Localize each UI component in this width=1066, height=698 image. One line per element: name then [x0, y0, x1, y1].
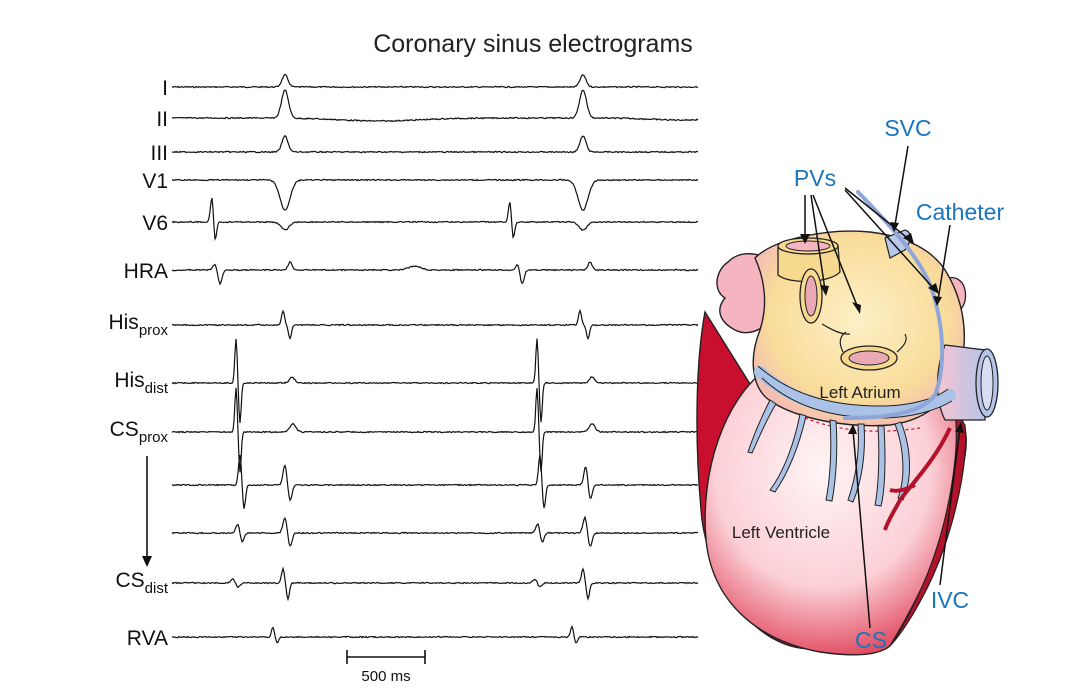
heart-illustration: Left Atrium Left Ventricle [696, 115, 1005, 656]
lead-label-6: Hisprox [108, 311, 168, 339]
trace-7 [171, 338, 699, 423]
lead-label-5: HRA [124, 260, 168, 283]
trace-11 [171, 566, 699, 602]
lead-label-12: RVA [127, 627, 168, 650]
coronary-artery [883, 427, 952, 531]
trace-10 [171, 515, 699, 547]
trace-8 [171, 387, 699, 473]
trace-4 [171, 197, 699, 242]
pulmonary-vein-left [799, 268, 851, 335]
coronary-sinus-dashed [804, 417, 921, 432]
trace-1 [171, 89, 699, 123]
callout-arrowheads [800, 222, 964, 434]
lead-label-11: CSdist [115, 569, 168, 597]
callout-catheter: Catheter [916, 199, 1005, 225]
trace-2 [171, 134, 699, 154]
callout-ivc: IVC [931, 587, 969, 613]
lead-labels: IIIIIIV1V6HRAHisproxHisdistCSproxCSdistR… [108, 77, 168, 650]
pulmonary-vein-bottom [839, 331, 907, 371]
callout-cs: CS [855, 627, 887, 653]
callout-pvs: PVs [794, 165, 836, 191]
trace-0 [171, 73, 699, 89]
lead-label-7: Hisdist [114, 369, 169, 397]
trace-3 [171, 178, 699, 211]
trace-9 [171, 454, 699, 509]
lead-label-4: V6 [142, 212, 168, 235]
callout-leaders [804, 145, 961, 629]
lead-label-0: I [162, 77, 168, 100]
coronary-sinus-band [754, 366, 956, 419]
trace-5 [171, 260, 699, 286]
posterior-ventricle-edge [889, 409, 967, 647]
trace-6 [171, 308, 699, 341]
lead-label-2: III [150, 142, 168, 165]
callout-svc: SVC [884, 115, 931, 141]
trace-12 [171, 625, 699, 644]
catheter-line [843, 190, 945, 420]
left-ventricle-label: Left Ventricle [732, 523, 830, 542]
cardiac-veins [747, 399, 910, 507]
figure-title: Coronary sinus electrograms [373, 30, 693, 58]
lead-label-1: II [156, 108, 168, 131]
cs-direction-arrow [142, 456, 152, 567]
scale-bar-label: 500 ms [361, 668, 410, 685]
lead-label-8: CSprox [110, 418, 169, 446]
scale-bar: 500 ms [346, 650, 426, 685]
electrogram-traces [171, 73, 699, 644]
lead-label-3: V1 [142, 170, 168, 193]
left-atrium-label: Left Atrium [819, 383, 900, 402]
ivc-shape [936, 344, 999, 421]
